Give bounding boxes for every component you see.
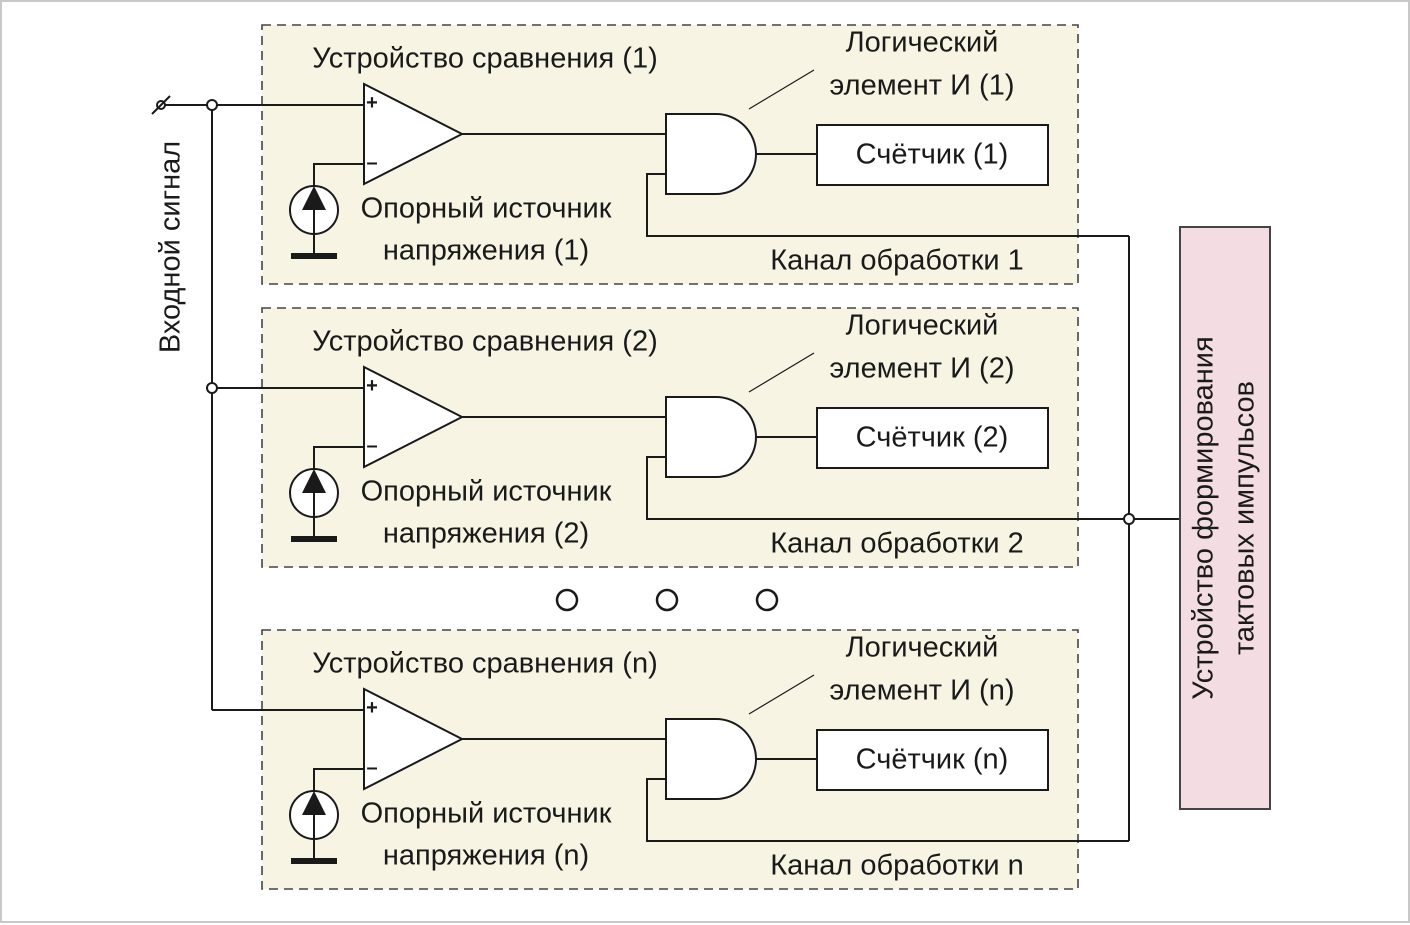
gate-label-line2: элемент И (1)	[830, 70, 1015, 102]
channel-label: Канал обработки 1	[770, 245, 1024, 277]
gate-label-line2: элемент И (n)	[830, 675, 1015, 707]
comparator-label: Устройство сравнения (n)	[312, 648, 658, 680]
junction-dot	[206, 99, 218, 111]
comparator-minus: –	[366, 435, 377, 457]
comparator-plus: +	[366, 92, 378, 114]
counter-label: Счётчик (2)	[856, 422, 1009, 454]
gate-leader-line	[748, 352, 815, 393]
counter-label: Счётчик (1)	[856, 139, 1009, 171]
voltage-reference-symbol	[289, 185, 339, 259]
clock-generator-box	[1179, 226, 1271, 810]
clock-generator-label-line1: Устройство формирования	[1188, 336, 1220, 699]
comparator-label: Устройство сравнения (1)	[312, 43, 658, 75]
junction-dot	[1123, 513, 1135, 525]
comparator	[363, 687, 465, 791]
comparator-minus: –	[366, 152, 377, 174]
and-gate	[665, 718, 757, 800]
channel-label: Канал обработки n	[770, 850, 1024, 882]
and-gate	[665, 113, 757, 195]
channel-label: Канал обработки 2	[770, 528, 1024, 560]
counter-box	[816, 407, 1049, 469]
channel-1: + – Счётчик (1) Устройство сравнения (1)…	[212, 24, 1129, 285]
comparator	[363, 365, 465, 469]
clock-generator-label-line2: тактовых импульсов	[1229, 381, 1261, 655]
gate-label-line1: Логический	[846, 310, 999, 342]
junction-dot	[206, 382, 218, 394]
gate-label-line2: элемент И (2)	[830, 353, 1015, 385]
reference-label-line1: Опорный источник	[361, 476, 612, 508]
counter-label: Счётчик (n)	[856, 744, 1009, 776]
clock-generator: Устройство формирования тактовых импульс…	[1179, 226, 1271, 810]
gate-leader-line	[748, 69, 815, 110]
voltage-reference-symbol	[289, 468, 339, 542]
comparator-plus: +	[366, 697, 378, 719]
gate-leader-line	[748, 674, 815, 715]
comparator-label: Устройство сравнения (2)	[312, 326, 658, 358]
voltage-reference-symbol	[289, 790, 339, 864]
comparator	[363, 82, 465, 186]
reference-label-line2: напряжения (2)	[383, 518, 589, 550]
and-gate	[665, 396, 757, 478]
channel-2: + – Счётчик (2) Устройство сравнения (2)…	[212, 307, 1129, 568]
counter-box	[816, 729, 1049, 791]
reference-label-line2: напряжения (1)	[383, 235, 589, 267]
gate-label-line1: Логический	[846, 27, 999, 59]
reference-label-line2: напряжения (n)	[383, 840, 589, 872]
comparator-minus: –	[366, 757, 377, 779]
channel-n: + – Счётчик (n) Устройство сравнения (n)…	[212, 629, 1129, 890]
reference-label-line1: Опорный источник	[361, 193, 612, 225]
reference-label-line1: Опорный источник	[361, 798, 612, 830]
counter-box	[816, 124, 1049, 186]
gate-label-line1: Логический	[846, 632, 999, 664]
ellipsis-dots	[555, 588, 779, 612]
input-signal-label: Входной сигнал	[155, 141, 187, 353]
comparator-plus: +	[366, 375, 378, 397]
